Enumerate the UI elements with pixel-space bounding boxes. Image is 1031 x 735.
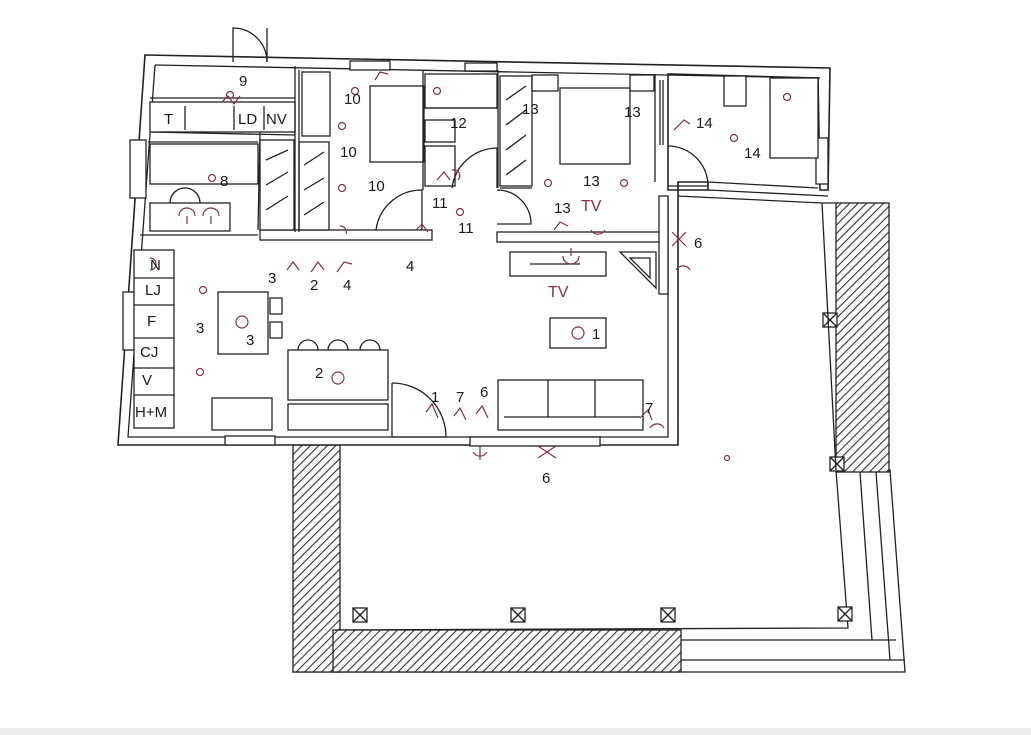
terrace-wall-bottom [332,629,682,673]
furniture [133,143,657,431]
label-tv: TV [548,284,569,301]
terrace-wall-right [835,202,890,473]
window [464,62,498,72]
label-ld: LD [238,111,257,128]
label-v: V [142,372,152,389]
label-13: 13 [624,104,641,121]
window [815,137,829,185]
entry-door [232,27,268,63]
label-f: F [147,313,156,330]
label-13: 13 [522,101,539,118]
electrical-symbols [149,71,792,462]
label-hm: H+M [135,404,167,421]
label-1: 1 [431,389,439,406]
label-2: 2 [310,277,318,294]
label-13: 13 [583,173,600,190]
interior-walls [140,66,819,295]
label-10: 10 [368,178,385,195]
bottom-strip [0,728,1031,735]
label-t: T [164,111,173,128]
pillar [837,606,853,622]
label-12: 12 [450,115,467,132]
pillar [822,312,838,328]
label-3: 3 [196,320,204,337]
label-3: 3 [268,270,276,287]
terrace-pillars [352,312,853,623]
pillar [660,607,676,623]
label-10: 10 [340,144,357,161]
label-11: 11 [432,195,448,212]
room-labels: 9 10 10 10 12 13 13 13 13 14 14 11 11 8 … [196,73,761,487]
label-6: 6 [542,470,550,487]
window [469,436,601,447]
ceiling-light [195,86,792,462]
window [224,435,276,446]
pillar [829,456,845,472]
label-4: 4 [406,258,414,275]
label-6: 6 [480,384,488,401]
label-8: 8 [220,173,228,190]
label-10: 10 [344,91,361,108]
wall-socket [149,169,691,460]
label-11: 11 [458,220,474,237]
label-1: 1 [592,326,600,343]
label-14: 14 [744,145,761,162]
label-4: 4 [343,277,351,294]
doors [375,145,709,438]
label-tv: TV [581,198,602,215]
appliance-labels: T LD NV N LJ F CJ V H+M [135,106,287,421]
terrace [292,195,906,673]
label-3: 3 [246,332,254,349]
label-13: 13 [554,200,571,217]
label-9: 9 [239,73,247,90]
label-2: 2 [315,365,323,382]
label-14: 14 [696,115,713,132]
label-6: 6 [694,235,702,252]
label-7: 7 [456,389,464,406]
window [349,60,391,71]
switch [221,71,691,421]
closet-doors [265,85,527,216]
terrace-wall-left [292,444,341,673]
window [129,139,147,199]
outdoor-light [537,231,687,459]
label-7: 7 [645,400,653,417]
label-n: N [150,257,161,274]
label-nv: NV [266,111,287,128]
pillar [352,607,368,623]
pillar [510,607,526,623]
label-lj: LJ [145,282,161,299]
label-cj: CJ [140,344,158,361]
